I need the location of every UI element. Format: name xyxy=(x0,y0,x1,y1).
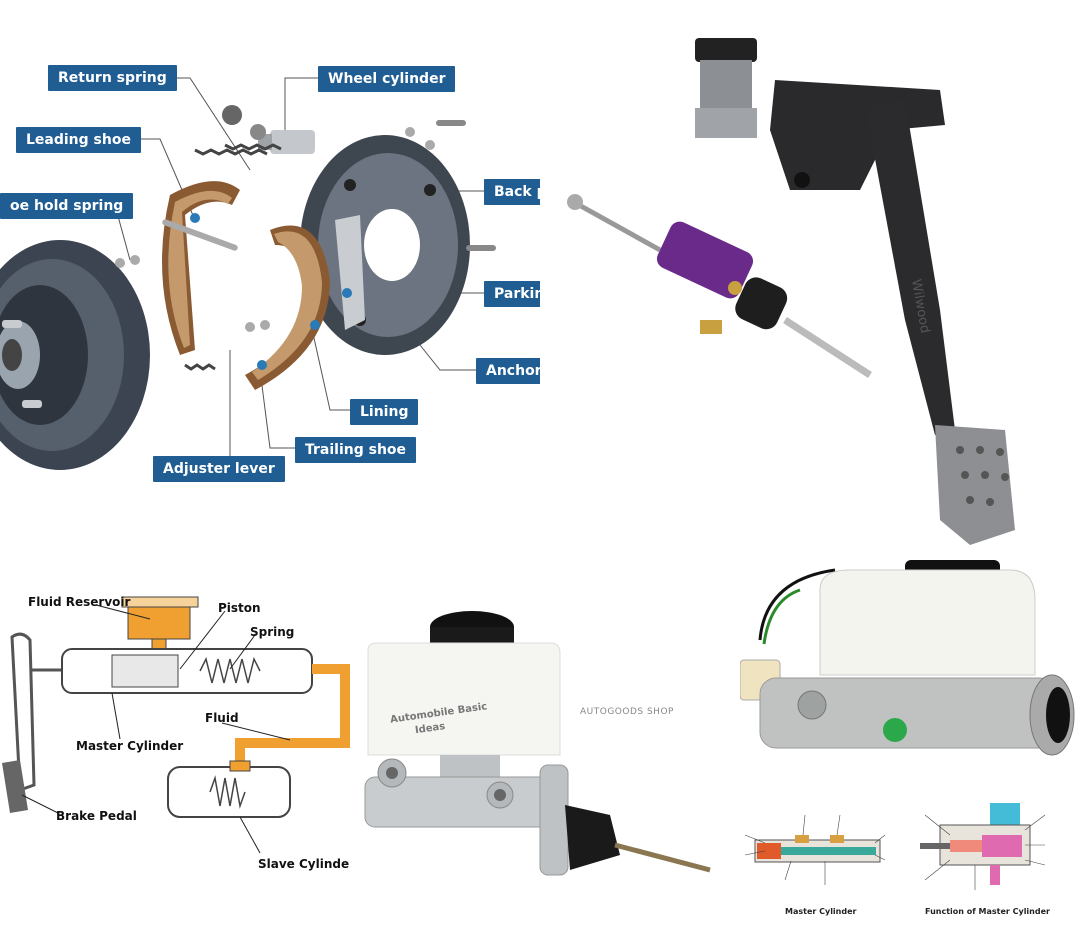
drum-brake-panel: Return spring Wheel cylinder Leading sho… xyxy=(0,20,540,500)
label-adjuster-lever: Adjuster lever xyxy=(153,456,285,482)
clutch-pedal-illustration: Wilwood xyxy=(567,38,1015,545)
clutch-pedal-panel: Wilwood xyxy=(560,30,1080,550)
label-fluid: Fluid xyxy=(205,711,239,725)
hydraulic-illustration xyxy=(2,596,350,854)
label-lining: Lining xyxy=(350,399,419,425)
label-master-cylinder: Master Cylinder xyxy=(76,739,184,753)
label-fluid-reservoir: Fluid Reservoir xyxy=(28,595,131,609)
label-leading-shoe: Leading shoe xyxy=(16,127,141,153)
caption-master-cylinder: Master Cylinder xyxy=(785,907,857,916)
master-cylinder-2-illustration xyxy=(740,560,1075,756)
drum-brake-illustration xyxy=(0,77,496,470)
small-diagrams-illustration xyxy=(744,803,1046,890)
label-back-plate: Back p xyxy=(484,179,540,205)
label-wheel-cylinder: Wheel cylinder xyxy=(318,66,456,92)
label-parking: Parkin xyxy=(484,281,540,307)
master-cylinder-photo-panel: Automobile Basic Ideas AUTOGOODS SHOP xyxy=(360,605,720,900)
small-diagrams-panel: Master Cylinder Function of Master Cylin… xyxy=(725,795,1080,925)
label-trailing-shoe: Trailing shoe xyxy=(295,437,417,463)
label-hold-spring: oe hold spring xyxy=(0,193,134,219)
label-return-spring: Return spring xyxy=(48,65,177,91)
label-spring: Spring xyxy=(250,625,295,639)
label-piston: Piston xyxy=(218,601,261,615)
caption-function-master-cylinder: Function of Master Cylinder xyxy=(925,907,1050,916)
master-cylinder-photo-2-panel xyxy=(740,560,1080,790)
hydraulic-diagram-panel: Fluid Reservoir Piston Spring Fluid Mast… xyxy=(0,585,360,885)
label-brake-pedal: Brake Pedal xyxy=(56,809,137,823)
label-anchor: Anchor xyxy=(476,358,540,384)
watermark-text: AUTOGOODS SHOP xyxy=(580,707,674,717)
label-slave-cylinder: Slave Cylinde xyxy=(258,857,350,871)
reservoir-text-2: Ideas xyxy=(414,721,446,736)
master-cylinder-illustration: Automobile Basic Ideas xyxy=(364,611,711,876)
